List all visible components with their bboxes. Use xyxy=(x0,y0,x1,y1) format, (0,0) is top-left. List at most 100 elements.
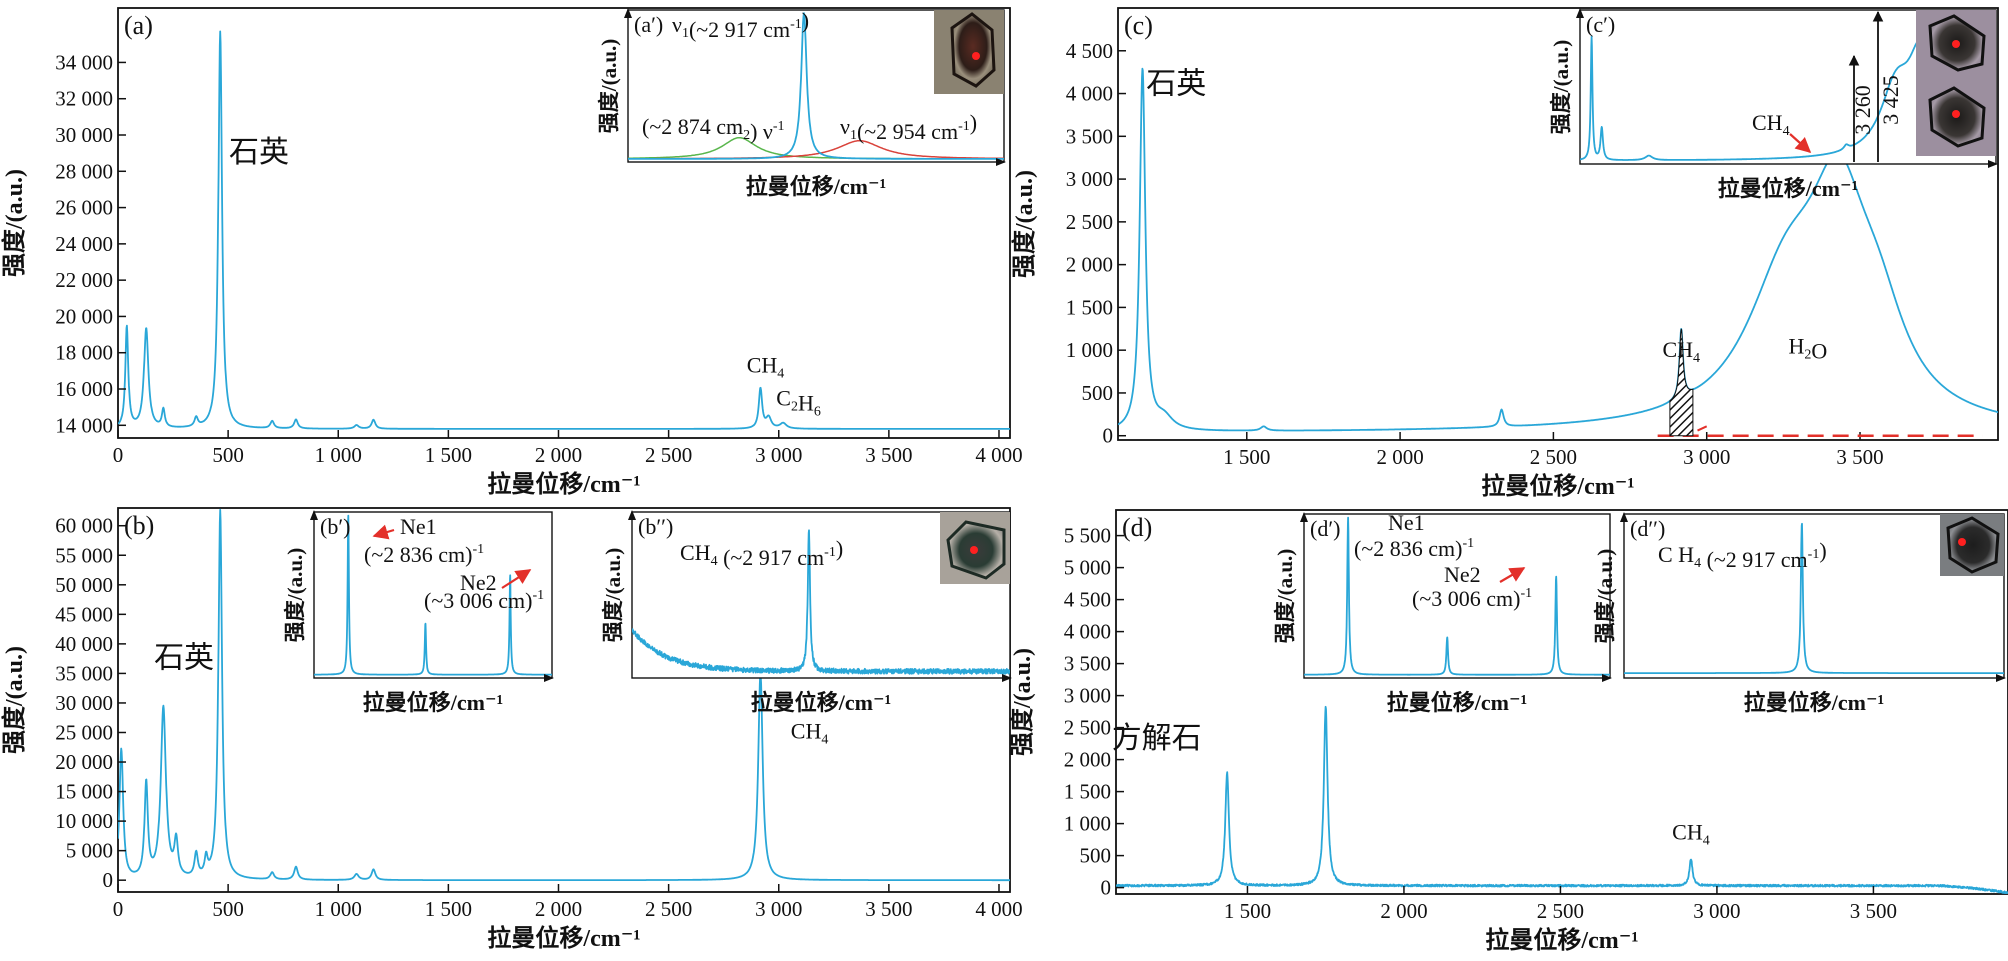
x-tick-label: 2 000 xyxy=(535,897,582,921)
plot-area xyxy=(632,529,1010,675)
annotation-part: Ne2 xyxy=(460,570,497,595)
x-axis-label: 拉曼位移/cm⁻¹ xyxy=(1481,472,1634,500)
y-axis-arrow xyxy=(628,510,636,520)
y-tick-label: 35 000 xyxy=(55,661,113,685)
panel-label: (d′) xyxy=(1310,516,1340,541)
annotation-part: -1 xyxy=(1808,547,1820,562)
spectrum-line xyxy=(628,12,1004,160)
peak-label: Ne1 xyxy=(1388,510,1425,535)
y-axis-arrow xyxy=(1620,512,1628,522)
annotation-part: Ne2 xyxy=(1444,562,1481,587)
spectrum-line xyxy=(1118,67,1998,432)
y-tick-label: 34 000 xyxy=(55,50,113,74)
peak-label: CH4 xyxy=(747,353,785,382)
annotation-part: -1 xyxy=(773,119,785,134)
peak-label: (~3 006 cm)-1 xyxy=(1412,586,1532,611)
peak-label: CH4 xyxy=(1752,110,1790,139)
red-arrow-icon xyxy=(372,524,395,540)
x-tick-label: 1 500 xyxy=(425,443,472,467)
y-tick-label: 2 000 xyxy=(1064,748,1111,772)
peak-label: C2H6 xyxy=(776,385,821,419)
x-tick-label: 3 000 xyxy=(755,897,802,921)
y-tick-label: 4 500 xyxy=(1064,588,1111,612)
mineral-label: 石英 xyxy=(1146,68,1206,101)
x-tick-label: 2 500 xyxy=(1530,445,1577,469)
y-tick-label: 26 000 xyxy=(55,196,113,220)
annotation-part: 1 xyxy=(850,128,857,143)
annotation-part: 石英 xyxy=(1146,68,1206,101)
y-tick-label: 2 500 xyxy=(1066,210,1113,234)
y-tick-label: 40 000 xyxy=(55,632,113,656)
annotation-part: ) xyxy=(836,536,843,561)
x-tick-label: 3 500 xyxy=(865,443,912,467)
y-tick-label: 1 500 xyxy=(1064,780,1111,804)
inclusion-shape xyxy=(1946,516,2000,574)
hatched-peak-area xyxy=(1669,328,1694,437)
annotation-part: -1 xyxy=(532,588,544,603)
y-axis-label: 强度/(a.u.) xyxy=(597,39,621,134)
x-tick-label: 3 000 xyxy=(755,443,802,467)
y-tick-label: 0 xyxy=(103,868,114,892)
x-tick-label: 3 500 xyxy=(865,897,912,921)
annotation-part: ν xyxy=(672,12,682,37)
y-tick-label: 32 000 xyxy=(55,87,113,111)
x-tick-label: 2 500 xyxy=(645,897,692,921)
x-axis-label: 拉曼位移/cm⁻¹ xyxy=(487,470,640,498)
y-tick-label: 30 000 xyxy=(55,123,113,147)
annotation-part: 6 xyxy=(814,404,821,419)
peak-label: (~3 006 cm)-1 xyxy=(424,588,544,613)
x-tick-label: 500 xyxy=(212,443,244,467)
red-arrow-icon xyxy=(1697,425,1708,432)
y-axis-label: 强度/(a.u.) xyxy=(1273,549,1297,644)
height-label: 3 425 xyxy=(1878,75,1903,125)
x-tick-label: 500 xyxy=(212,897,244,921)
x-tick-label: 3 500 xyxy=(1836,445,1883,469)
panel-b_dprime: 拉曼位移/cm⁻¹强度/(a.u.)(b′′)CH4 (~2 917 cm-1) xyxy=(601,510,1012,715)
peak-label: ν1(~2 954 cm-1) xyxy=(840,110,977,144)
y-tick-label: 2 000 xyxy=(1066,253,1113,277)
y-tick-label: 10 000 xyxy=(55,809,113,833)
y-tick-label: 22 000 xyxy=(55,268,113,292)
annotation-part: ) xyxy=(1455,536,1462,561)
laser-spot-icon xyxy=(1958,538,1966,546)
annotation-part: (~3 006 cm xyxy=(424,588,525,613)
spectrum-line xyxy=(1116,705,2008,894)
y-tick-label: 4 500 xyxy=(1066,39,1113,63)
y-tick-label: 25 000 xyxy=(55,720,113,744)
y-tick-label: 500 xyxy=(1082,381,1114,405)
annotation-part: H xyxy=(798,390,814,415)
annotation-part: 石英 xyxy=(229,136,289,169)
mineral-label: 方解石 xyxy=(1112,722,1202,755)
y-tick-label: 60 000 xyxy=(55,514,113,538)
annotation-part: (~3 006 cm xyxy=(1412,586,1513,611)
y-axis-label: 强度/(a.u.) xyxy=(0,169,28,277)
laser-spot-icon xyxy=(972,52,980,60)
x-axis-label: 拉曼位移/cm⁻¹ xyxy=(363,690,503,715)
plot-area xyxy=(118,508,1010,882)
laser-spot-icon xyxy=(1952,110,1960,118)
annotation-part: 4 xyxy=(1783,124,1790,139)
x-axis-label: 拉曼位移/cm⁻¹ xyxy=(1744,690,1884,715)
annotation-part: C H xyxy=(1658,542,1694,567)
annotation-part: ) xyxy=(1513,586,1520,611)
annotation-part: (~2 917 cm xyxy=(689,17,790,42)
annotation-part: C xyxy=(776,385,791,410)
x-axis-label: 拉曼位移/cm⁻¹ xyxy=(1718,176,1858,201)
annotation-part: 2 xyxy=(791,399,798,414)
y-tick-label: 4 000 xyxy=(1064,620,1111,644)
red-arrow-icon xyxy=(1499,567,1526,583)
y-tick-label: 2 500 xyxy=(1064,716,1111,740)
plot-area xyxy=(1118,67,1998,432)
x-tick-label: 4 000 xyxy=(975,897,1022,921)
plot-area xyxy=(1116,705,2008,894)
annotation-part: 方解石 xyxy=(1112,722,1202,755)
annotation-part: CH xyxy=(1672,820,1703,845)
panel-label: (c′) xyxy=(1586,12,1615,37)
y-tick-label: 3 000 xyxy=(1066,167,1113,191)
y-tick-label: 3 500 xyxy=(1066,124,1113,148)
x-tick-label: 2 000 xyxy=(1376,445,1423,469)
peak-label: Ne2 xyxy=(460,570,497,595)
x-axis-label: 拉曼位移/cm⁻¹ xyxy=(1485,926,1638,954)
annotation-part: -1 xyxy=(1520,586,1532,601)
